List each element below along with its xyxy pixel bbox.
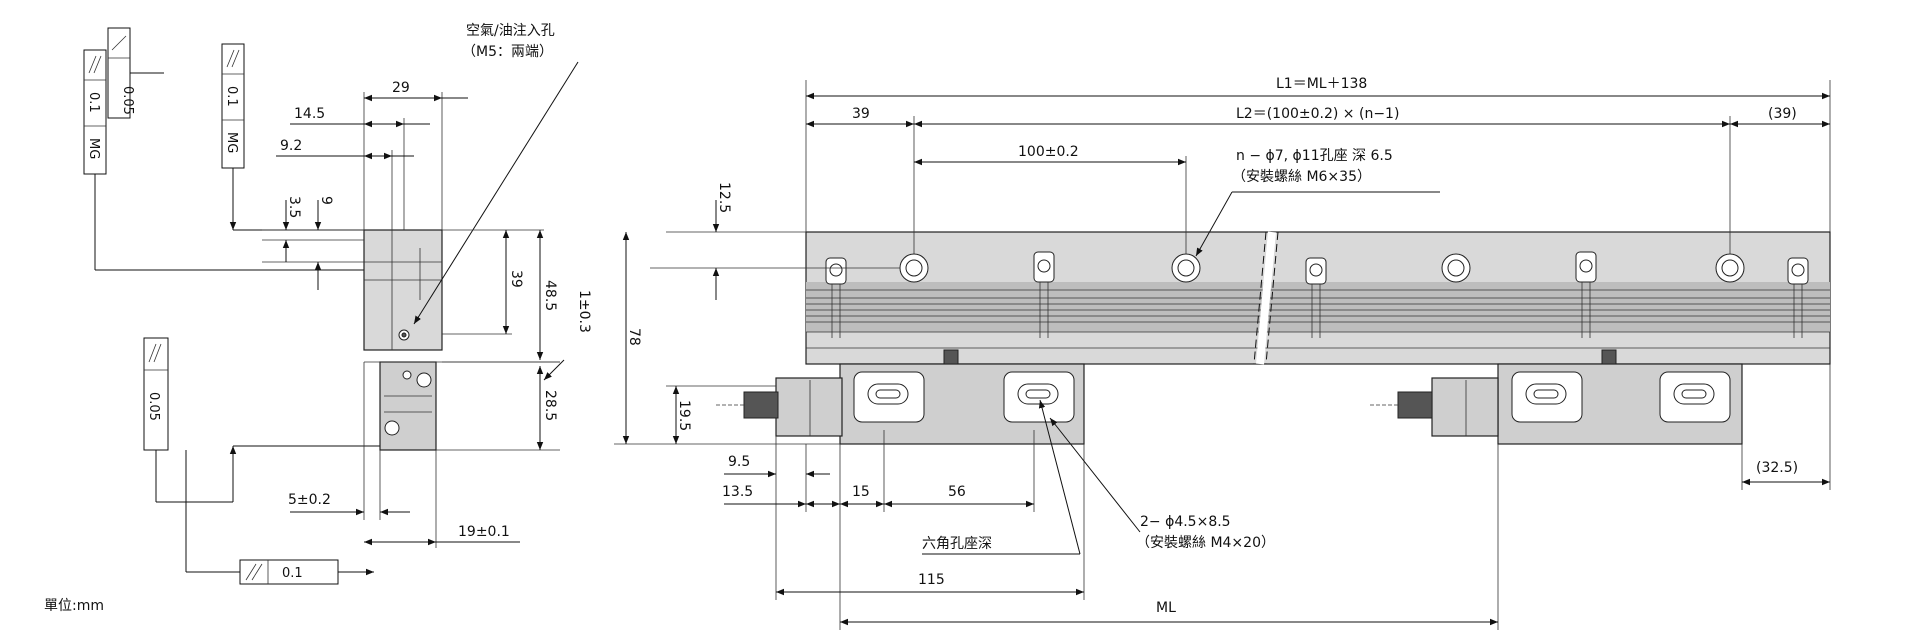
screw-note-line1: 2− ϕ4.5×8.5 — [1140, 514, 1231, 530]
dim-78: 78 — [626, 328, 642, 346]
clamp-plate-icon — [1575, 251, 1597, 338]
tolerance-frame-parallel-2: 0.1 MG — [221, 43, 245, 169]
dim-32-5: (32.5) — [1756, 460, 1798, 476]
hex-note: 六角孔座深 — [922, 536, 992, 552]
hex-socket-icon — [1673, 383, 1715, 405]
hex-socket-icon — [867, 383, 909, 405]
hex-socket-icon — [1525, 383, 1567, 405]
screw-icon — [402, 370, 412, 380]
dim-39: 39 — [852, 106, 870, 122]
dim-48-5: 48.5 — [542, 280, 558, 311]
dim-29: 29 — [392, 80, 410, 96]
hole-note-line2: （安裝螺絲 M6×35） — [1232, 169, 1371, 185]
dim-3-5: 3.5 — [286, 196, 302, 218]
screw-icon — [384, 420, 400, 436]
dim-56: 56 — [948, 484, 966, 500]
dim-9: 9 — [318, 196, 334, 205]
mount-hole-icon — [1715, 253, 1745, 283]
clamp-plate-icon — [1305, 257, 1327, 338]
screw-icon — [416, 372, 432, 388]
screw-note-line2: （安裝螺絲 M4×20） — [1136, 535, 1275, 551]
dim-5-pm-0-2: 5±0.2 — [288, 492, 331, 508]
dim-19-5: 19.5 — [676, 400, 692, 431]
side-view: 0.05 0.1 MG 0.1 MG — [44, 23, 592, 614]
air-port-note-line1: 空氣/油注入孔 — [466, 23, 555, 39]
dim-ML: ML — [1156, 600, 1176, 616]
tol-flatness-value: 0.05 — [120, 86, 135, 115]
dim-L1: L1＝ML＋138 — [1276, 76, 1367, 92]
clamp-plate-icon — [825, 257, 847, 338]
clamp-plate-icon — [1787, 257, 1809, 338]
dim-100: 100±0.2 — [1018, 144, 1079, 160]
dim-115: 115 — [918, 572, 945, 588]
dim-1-pm-0-3: 1±0.3 — [576, 290, 592, 333]
tol-parallel-1-datum: MG — [86, 138, 101, 159]
air-port-note-line2: （M5：兩端） — [462, 44, 553, 60]
dim-9-5: 9.5 — [728, 454, 750, 470]
tol-parallel-1-value: 0.1 — [86, 92, 101, 113]
tolerance-frame-parallel-4: 0.1 — [239, 559, 339, 585]
dim-L2: L2＝(100±0.2) × (n−1) — [1236, 106, 1399, 122]
unit-note: 單位:mm — [44, 598, 104, 614]
dim-39: 39 — [508, 270, 524, 288]
mount-hole-icon — [899, 253, 929, 283]
dim-14-5: 14.5 — [294, 106, 325, 122]
dim-19-pm-0-1: 19±0.1 — [458, 524, 510, 540]
mount-hole-icon — [1441, 253, 1471, 283]
hex-socket-icon — [1017, 383, 1059, 405]
tol-parallel-3-value: 0.05 — [146, 392, 161, 421]
dim-39-paren: (39) — [1768, 106, 1797, 122]
dim-15: 15 — [852, 484, 870, 500]
tol-parallel-4-value: 0.1 — [282, 566, 303, 581]
hole-note-line1: n − ϕ7, ϕ11孔座 深 6.5 — [1236, 148, 1393, 164]
dim-12-5: 12.5 — [716, 182, 732, 213]
clamp-plate-icon — [1033, 251, 1055, 338]
dim-28-5: 28.5 — [542, 390, 558, 421]
rail-grooves — [806, 289, 1830, 349]
dim-9-2: 9.2 — [280, 138, 302, 154]
tolerance-frame-parallel-1: 0.1 MG — [83, 49, 107, 175]
front-view: L1＝ML＋138 39 L2＝(100±0.2) × (n−1) (39) 1… — [614, 76, 1831, 630]
tolerance-frame-flatness: 0.05 — [107, 27, 135, 119]
dim-13-5: 13.5 — [722, 484, 753, 500]
mount-hole-icon — [1171, 253, 1201, 283]
tolerance-frame-parallel-3: 0.05 — [143, 337, 169, 451]
tol-parallel-2-value: 0.1 — [224, 86, 239, 107]
tol-parallel-2-datum: MG — [224, 132, 239, 153]
